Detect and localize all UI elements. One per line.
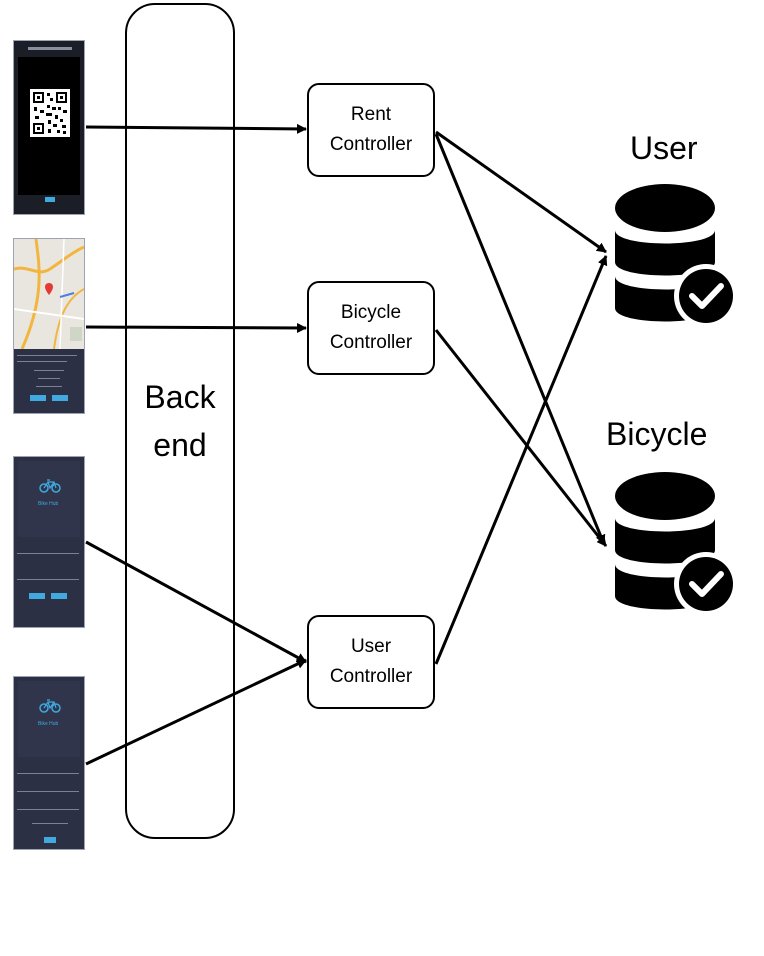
login-button xyxy=(29,593,45,599)
map-cancel-button xyxy=(30,395,46,401)
map-screen-thumbnail xyxy=(13,238,85,414)
user-controller-line1: User xyxy=(350,636,392,657)
bicycle-db-label: Bicycle xyxy=(606,416,708,452)
bicycle-logo-icon xyxy=(39,699,61,713)
login-logo-card xyxy=(18,461,80,537)
map-rent-button xyxy=(52,395,68,401)
arrow-login-to-user xyxy=(85,540,307,664)
register-screen-thumbnail: Bike Hub xyxy=(13,676,85,850)
bicycle-database-icon xyxy=(615,472,734,616)
login-screen-thumbnail: Bike Hub xyxy=(13,456,85,628)
bicycle-controller-line2: Controller xyxy=(329,332,413,353)
login-app-name: Bike Hub xyxy=(38,501,59,507)
backend-label: Back end xyxy=(144,373,215,469)
qr-code-icon xyxy=(30,89,70,137)
backend-label-line2: end xyxy=(153,427,207,463)
login-password-field xyxy=(17,579,79,580)
register-button xyxy=(44,837,56,843)
arrow-rent-to-user-db xyxy=(435,130,607,254)
bicycle-controller-box: Bicycle Controller xyxy=(307,281,435,375)
qr-screen-header xyxy=(28,47,72,50)
map-info-line xyxy=(17,361,67,362)
scan-button xyxy=(45,197,55,202)
bicycle-logo-icon xyxy=(39,479,61,493)
rent-controller-line2: Controller xyxy=(329,134,413,155)
arrow-map-to-bicycle xyxy=(85,322,307,333)
register-agree-line xyxy=(32,823,68,824)
arrow-rent-to-bicycle-db xyxy=(434,133,606,545)
backend-container: Back end xyxy=(125,3,235,839)
map-info-line xyxy=(38,378,60,379)
user-controller-box: User Controller xyxy=(307,615,435,709)
register-logo-card xyxy=(18,681,80,757)
arrow-user-to-user-db xyxy=(434,255,608,665)
signup-button xyxy=(51,593,67,599)
register-name-field xyxy=(17,773,79,774)
user-db-label: User xyxy=(630,130,698,166)
map-info-line xyxy=(36,386,62,387)
map-info-line xyxy=(34,370,64,371)
login-id-field xyxy=(17,553,79,554)
register-app-name: Bike Hub xyxy=(38,721,59,727)
user-database-icon xyxy=(615,184,734,328)
map-pin-icon xyxy=(45,283,53,295)
arrow-bicycle-to-bicycle-db xyxy=(434,329,608,547)
user-controller-line2: Controller xyxy=(329,666,413,687)
map-info-line xyxy=(17,355,77,356)
arrow-register-to-user xyxy=(85,658,307,766)
backend-label-line1: Back xyxy=(144,379,216,415)
qr-screen-thumbnail xyxy=(13,40,85,215)
arrow-qr-to-rent xyxy=(85,123,307,134)
register-password-field xyxy=(17,809,79,810)
bicycle-controller-line1: Bicycle xyxy=(340,302,402,323)
rent-controller-line1: Rent xyxy=(350,104,392,125)
register-id-field xyxy=(17,791,79,792)
rent-controller-box: Rent Controller xyxy=(307,83,435,177)
